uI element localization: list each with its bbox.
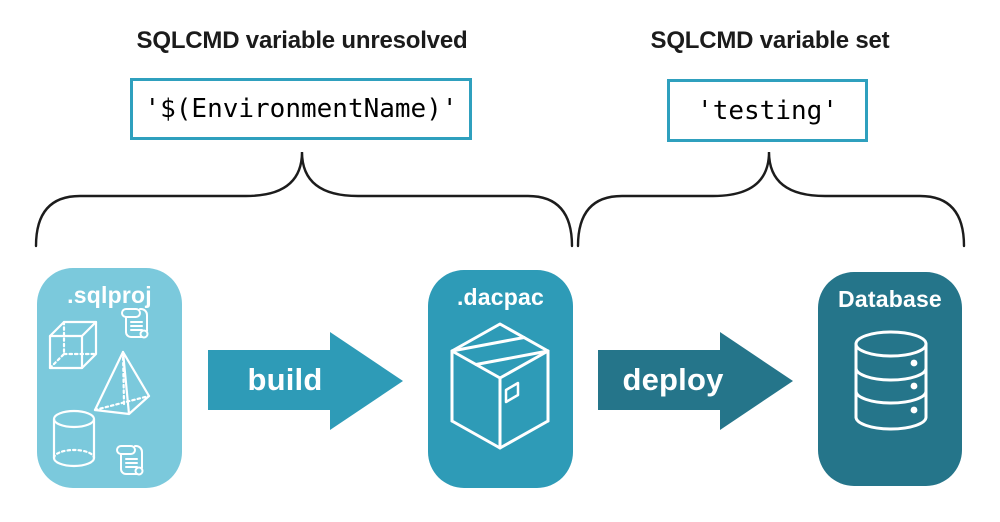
cylinder-icon bbox=[52, 409, 96, 468]
brace-left-icon bbox=[34, 151, 574, 248]
stage-database: Database bbox=[818, 272, 962, 486]
scroll-icon bbox=[121, 308, 149, 339]
sql-objects-icon bbox=[48, 308, 151, 476]
build-arrow-shape bbox=[208, 332, 403, 430]
stage-database-label: Database bbox=[838, 286, 942, 312]
stage-dacpac: .dacpac bbox=[428, 270, 573, 488]
build-arrow bbox=[208, 332, 403, 430]
database-dots bbox=[910, 359, 918, 414]
deploy-arrow-shape bbox=[598, 332, 793, 430]
heading-variable-set: SQLCMD variable set bbox=[650, 27, 890, 54]
package-box-outline bbox=[450, 322, 550, 450]
code-value-unresolved: '$(EnvironmentName)' bbox=[144, 94, 458, 124]
stage-sqlproj: .sqlproj bbox=[37, 268, 182, 488]
deploy-arrow-label: deploy bbox=[622, 362, 724, 397]
database-icon bbox=[854, 330, 928, 431]
stage-sqlproj-label: .sqlproj bbox=[67, 282, 152, 308]
brace-right-icon bbox=[576, 151, 966, 248]
code-value-set: 'testing' bbox=[697, 95, 838, 126]
scroll-icon bbox=[116, 445, 144, 476]
code-box-environment-name: '$(EnvironmentName)' bbox=[130, 78, 472, 140]
pyramid-icon bbox=[93, 350, 151, 416]
deploy-arrow bbox=[598, 332, 793, 430]
code-box-testing: 'testing' bbox=[667, 79, 868, 142]
database-cylinder-outline bbox=[854, 330, 928, 431]
cube-icon bbox=[48, 320, 98, 370]
stage-dacpac-label: .dacpac bbox=[456, 284, 545, 310]
build-arrow-label: build bbox=[247, 362, 323, 397]
package-icon bbox=[450, 322, 550, 450]
heading-variable-unresolved: SQLCMD variable unresolved bbox=[136, 27, 468, 54]
package-tag-icon bbox=[504, 381, 520, 404]
